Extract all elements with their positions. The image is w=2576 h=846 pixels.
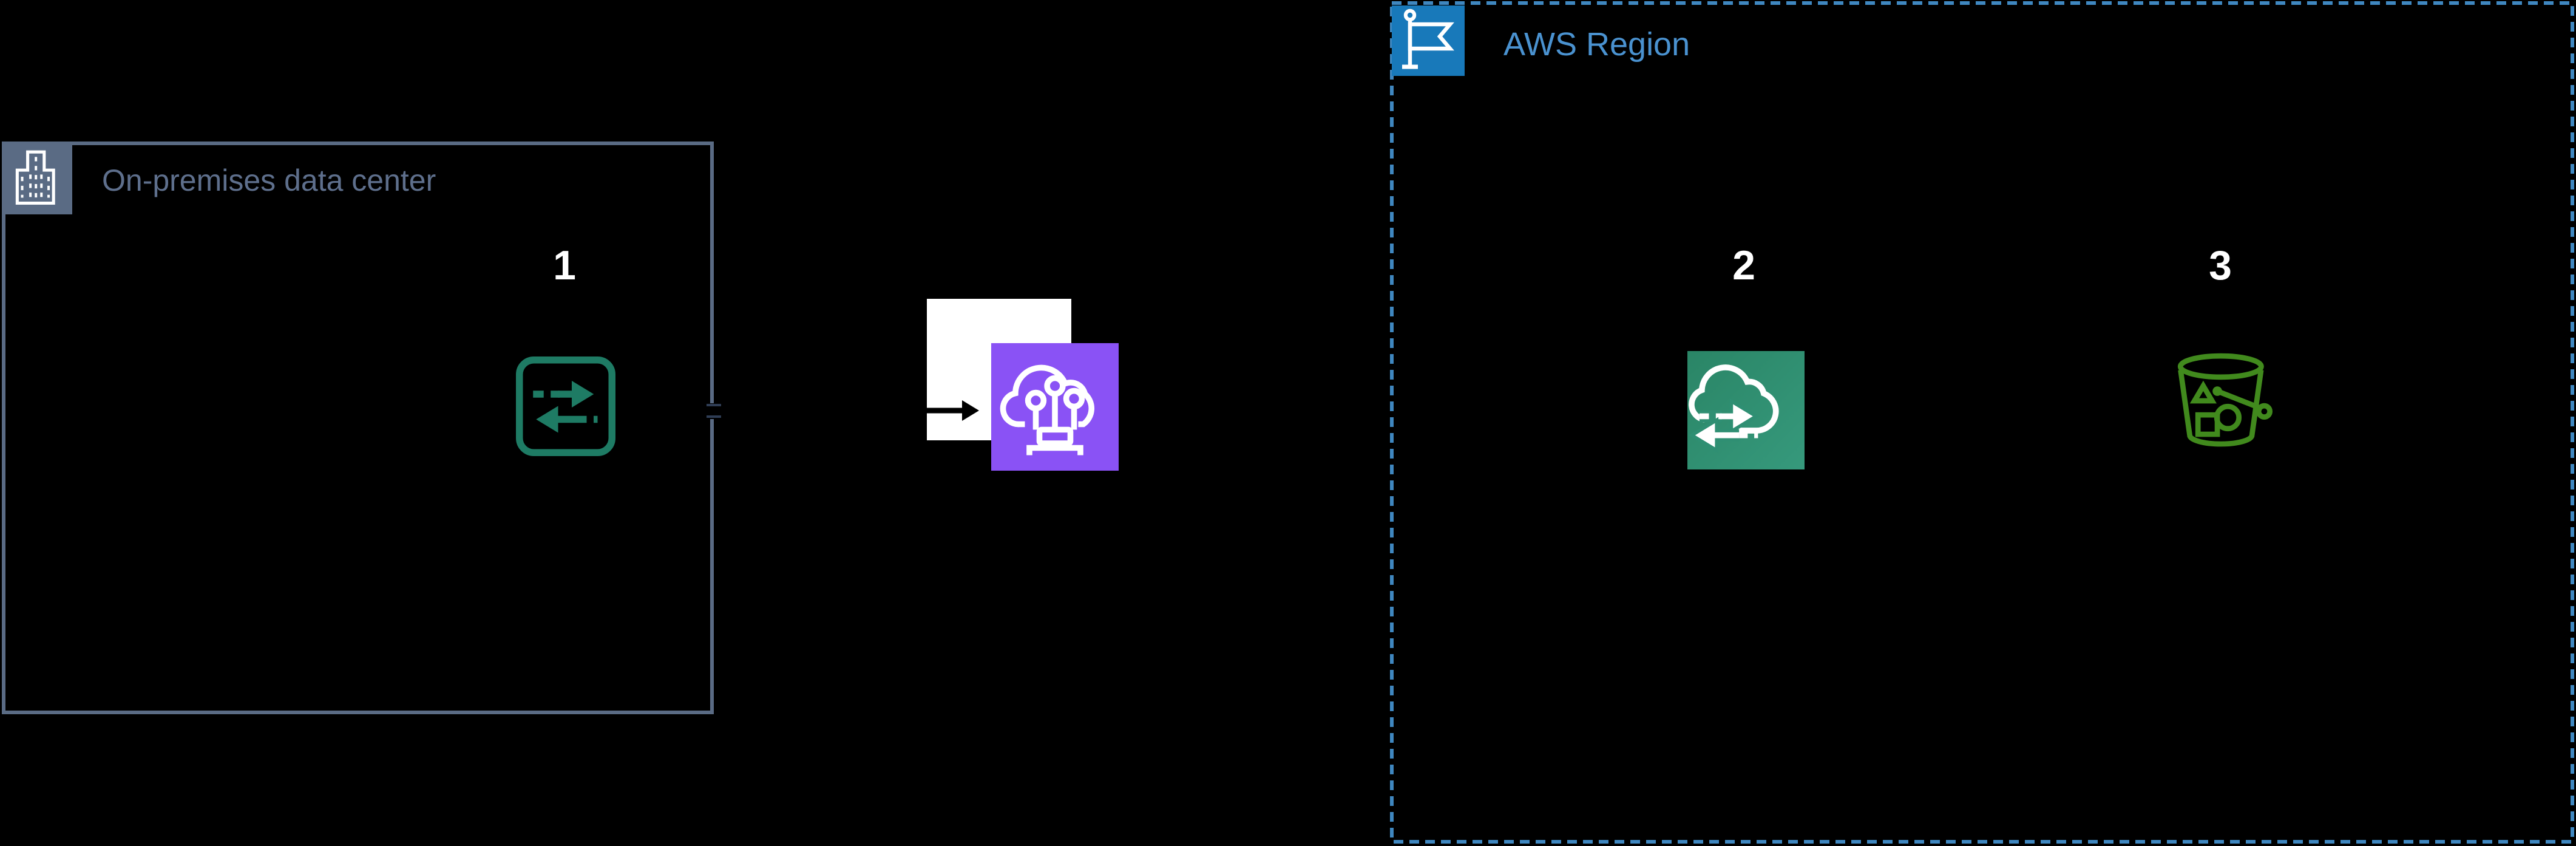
connector-stub-bottom xyxy=(707,415,721,418)
s3-bucket-icon xyxy=(2176,353,2278,449)
building-icon xyxy=(2,140,72,216)
step-number-2: 2 xyxy=(1732,242,1755,288)
aws-region-corner-badge xyxy=(1392,5,1465,76)
on-premises-group-border xyxy=(2,142,714,714)
step-number-1: 1 xyxy=(553,242,576,288)
flow-arrow-icon xyxy=(927,400,979,421)
datasync-agent-icon xyxy=(514,354,617,459)
connector-border-gap xyxy=(710,403,719,419)
on-premises-label: On-premises data center xyxy=(102,163,436,197)
datasync-service-icon xyxy=(1687,351,1805,469)
connector-stub-top xyxy=(707,404,721,406)
step-number-3: 3 xyxy=(2209,242,2232,288)
aws-region-group-border xyxy=(1390,1,2574,844)
flag-icon xyxy=(1392,4,1465,78)
on-premises-corner-badge xyxy=(2,142,72,214)
aws-region-label: AWS Region xyxy=(1503,26,1690,63)
direct-connect-icon xyxy=(991,343,1119,471)
